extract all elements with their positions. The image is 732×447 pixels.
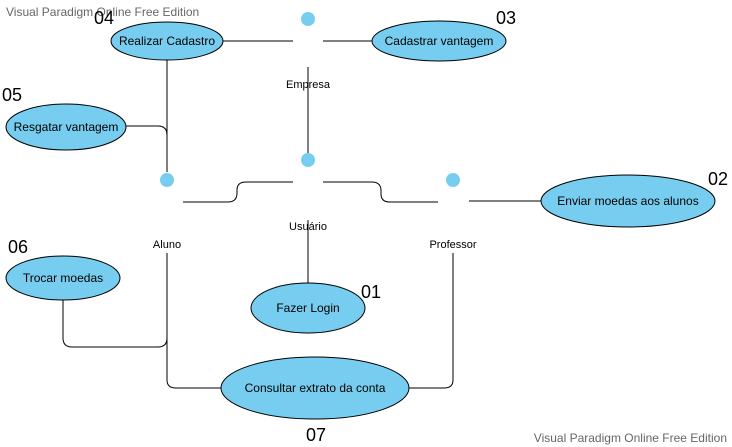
edge-aluno-usuario (183, 181, 293, 203)
use-case-label: Trocar moedas (23, 271, 103, 285)
number-07: 07 (306, 425, 326, 445)
number-02: 02 (708, 169, 728, 189)
actor-professor[interactable]: Professor (429, 173, 477, 251)
actor-label: Empresa (286, 79, 331, 91)
use-case-consultar-extrato[interactable]: Consultar extrato da conta (220, 356, 410, 420)
use-case-ellipse (540, 174, 716, 228)
use-case-cadastrar-vantagem[interactable]: Cadastrar vantagem (371, 20, 507, 62)
use-case-realizar-cadastro[interactable]: Realizar Cadastro (110, 21, 224, 61)
use-case-label: Fazer Login (276, 301, 339, 315)
actor-aluno[interactable]: Aluno (152, 173, 182, 251)
edge-resgatar-aluno (125, 125, 168, 172)
edge-professor-extrato (409, 253, 454, 389)
edge-aluno-extrato (166, 253, 222, 389)
use-case-label: Cadastrar vantagem (385, 34, 494, 48)
watermark-bottom: Visual Paradigm Online Free Edition (534, 431, 727, 445)
actor-usuario[interactable]: Usuário (289, 153, 327, 233)
edge-usuario-professor (323, 181, 438, 203)
use-case-ellipse (371, 20, 507, 62)
actor-empresa[interactable]: Empresa (286, 12, 331, 91)
use-case-label: Consultar extrato da conta (245, 381, 386, 395)
number-06: 06 (8, 237, 28, 257)
watermark-top: Visual Paradigm Online Free Edition (6, 5, 199, 19)
use-case-label: Realizar Cadastro (119, 34, 215, 48)
actor-label: Professor (429, 239, 476, 251)
use-case-resgatar-vantagem[interactable]: Resgatar vantagem (5, 103, 127, 151)
use-case-fazer-login[interactable]: Fazer Login (250, 282, 366, 334)
number-01: 01 (361, 282, 381, 302)
number-03: 03 (496, 8, 516, 28)
use-case-ellipse (220, 356, 410, 420)
use-case-ellipse (110, 21, 224, 61)
use-case-trocar-moedas[interactable]: Trocar moedas (5, 255, 121, 301)
use-case-ellipse (250, 282, 366, 334)
use-case-enviar-moedas[interactable]: Enviar moedas aos alunos (540, 174, 716, 228)
actor-figure-icon (293, 153, 323, 208)
actor-figure-icon (152, 173, 182, 228)
actor-figure-icon (438, 173, 468, 228)
number-05: 05 (2, 85, 22, 105)
number-04: 04 (94, 8, 114, 28)
connectors (62, 40, 541, 389)
actor-label: Usuário (289, 221, 327, 233)
use-case-label: Enviar moedas aos alunos (557, 194, 698, 208)
use-case-label: Resgatar vantagem (14, 120, 119, 134)
use-case-ellipse (5, 103, 127, 151)
actor-figure-icon (293, 12, 323, 67)
actor-label: Aluno (153, 239, 181, 251)
use-case-ellipse (5, 255, 121, 301)
